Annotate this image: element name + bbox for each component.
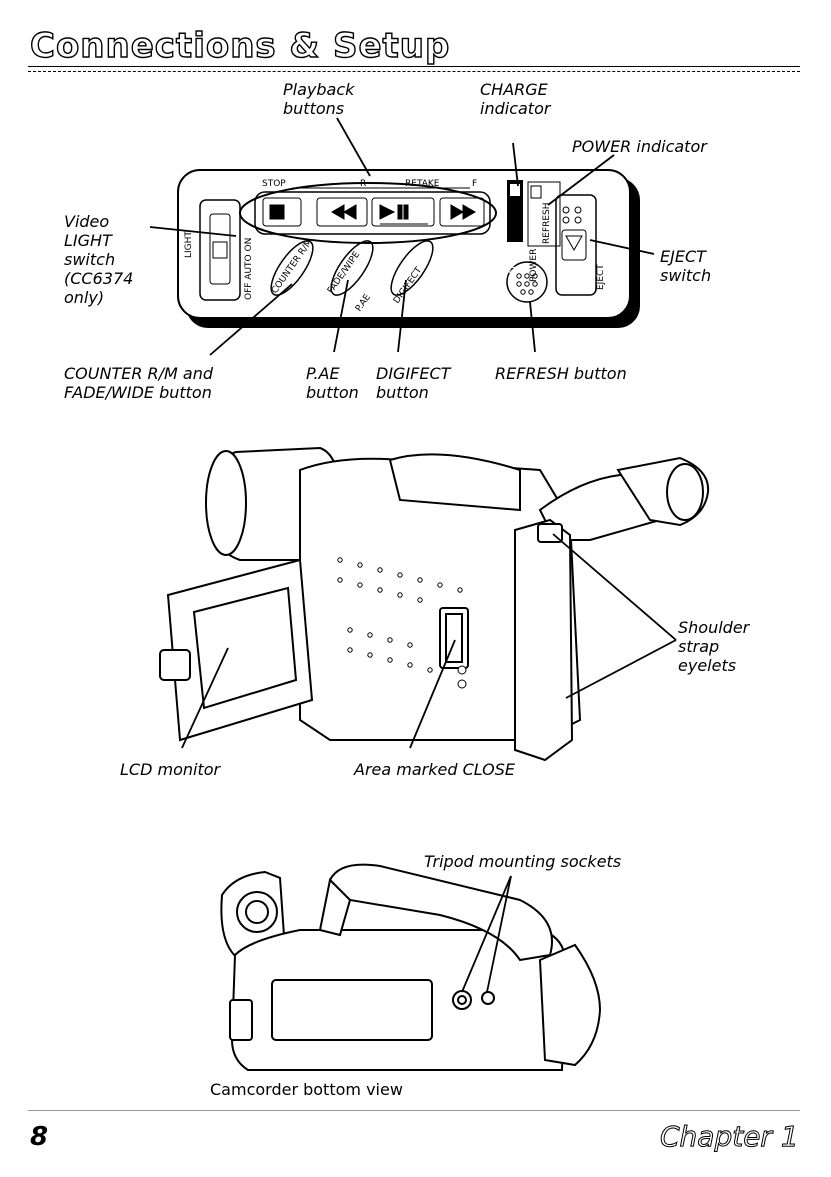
refresh-label: REFRESH bbox=[542, 202, 552, 244]
body-dot-pattern bbox=[337, 557, 467, 689]
retake-label: RETAKE bbox=[405, 179, 440, 189]
charge-label: CHARGE bbox=[508, 249, 518, 288]
pae-button-callout: P.AE button bbox=[306, 364, 359, 402]
light-label: LIGHT bbox=[184, 231, 194, 258]
video-light-switch-callout: Video LIGHT switch (CC6374 only) bbox=[64, 212, 134, 307]
shoulder-strap-eyelets-callout: Shoulder strap eyelets bbox=[678, 618, 750, 675]
r-label: R bbox=[360, 179, 367, 189]
eject-switch-callout: EJECT switch bbox=[660, 247, 712, 285]
bottom-view-caption: Camcorder bottom view bbox=[210, 1080, 403, 1099]
power-indicator-callout: POWER indicator bbox=[572, 137, 707, 156]
counter-fade-button-callout: COUNTER R/M and FADE/WIDE button bbox=[64, 364, 214, 402]
refresh-button-callout: REFRESH button bbox=[495, 364, 627, 383]
tripod-sockets-callout: Tripod mounting sockets bbox=[424, 852, 622, 871]
f-label: F bbox=[472, 179, 478, 189]
digifect-button-callout: DIGIFECT button bbox=[376, 364, 451, 402]
bottom-callout-lines bbox=[461, 875, 512, 993]
page-number: 8 bbox=[30, 1122, 49, 1152]
camcorder-bottom-view-illustration bbox=[220, 863, 602, 1071]
page-title: Connections & Setup bbox=[29, 25, 451, 66]
power-label: POWER bbox=[529, 248, 539, 282]
chapter-label: Chapter 1 bbox=[660, 1120, 800, 1154]
lcd-monitor-callout: LCD monitor bbox=[120, 760, 221, 779]
stop-label: STOP bbox=[262, 179, 286, 189]
side-callout-lines bbox=[181, 533, 677, 749]
header-rule bbox=[28, 66, 800, 72]
control-panel-illustration bbox=[177, 169, 640, 328]
charge-indicator-callout: CHARGE indicator bbox=[480, 80, 551, 118]
eject-label: EJECT bbox=[596, 264, 606, 290]
panel-callout-lines bbox=[149, 117, 655, 356]
off-auto-on-label: OFF AUTO ON bbox=[244, 237, 254, 300]
area-marked-close-callout: Area marked CLOSE bbox=[354, 760, 516, 779]
camcorder-side-view-illustration bbox=[159, 446, 710, 762]
playback-buttons-callout: Playback buttons bbox=[283, 80, 355, 118]
footer-rule bbox=[28, 1110, 800, 1111]
